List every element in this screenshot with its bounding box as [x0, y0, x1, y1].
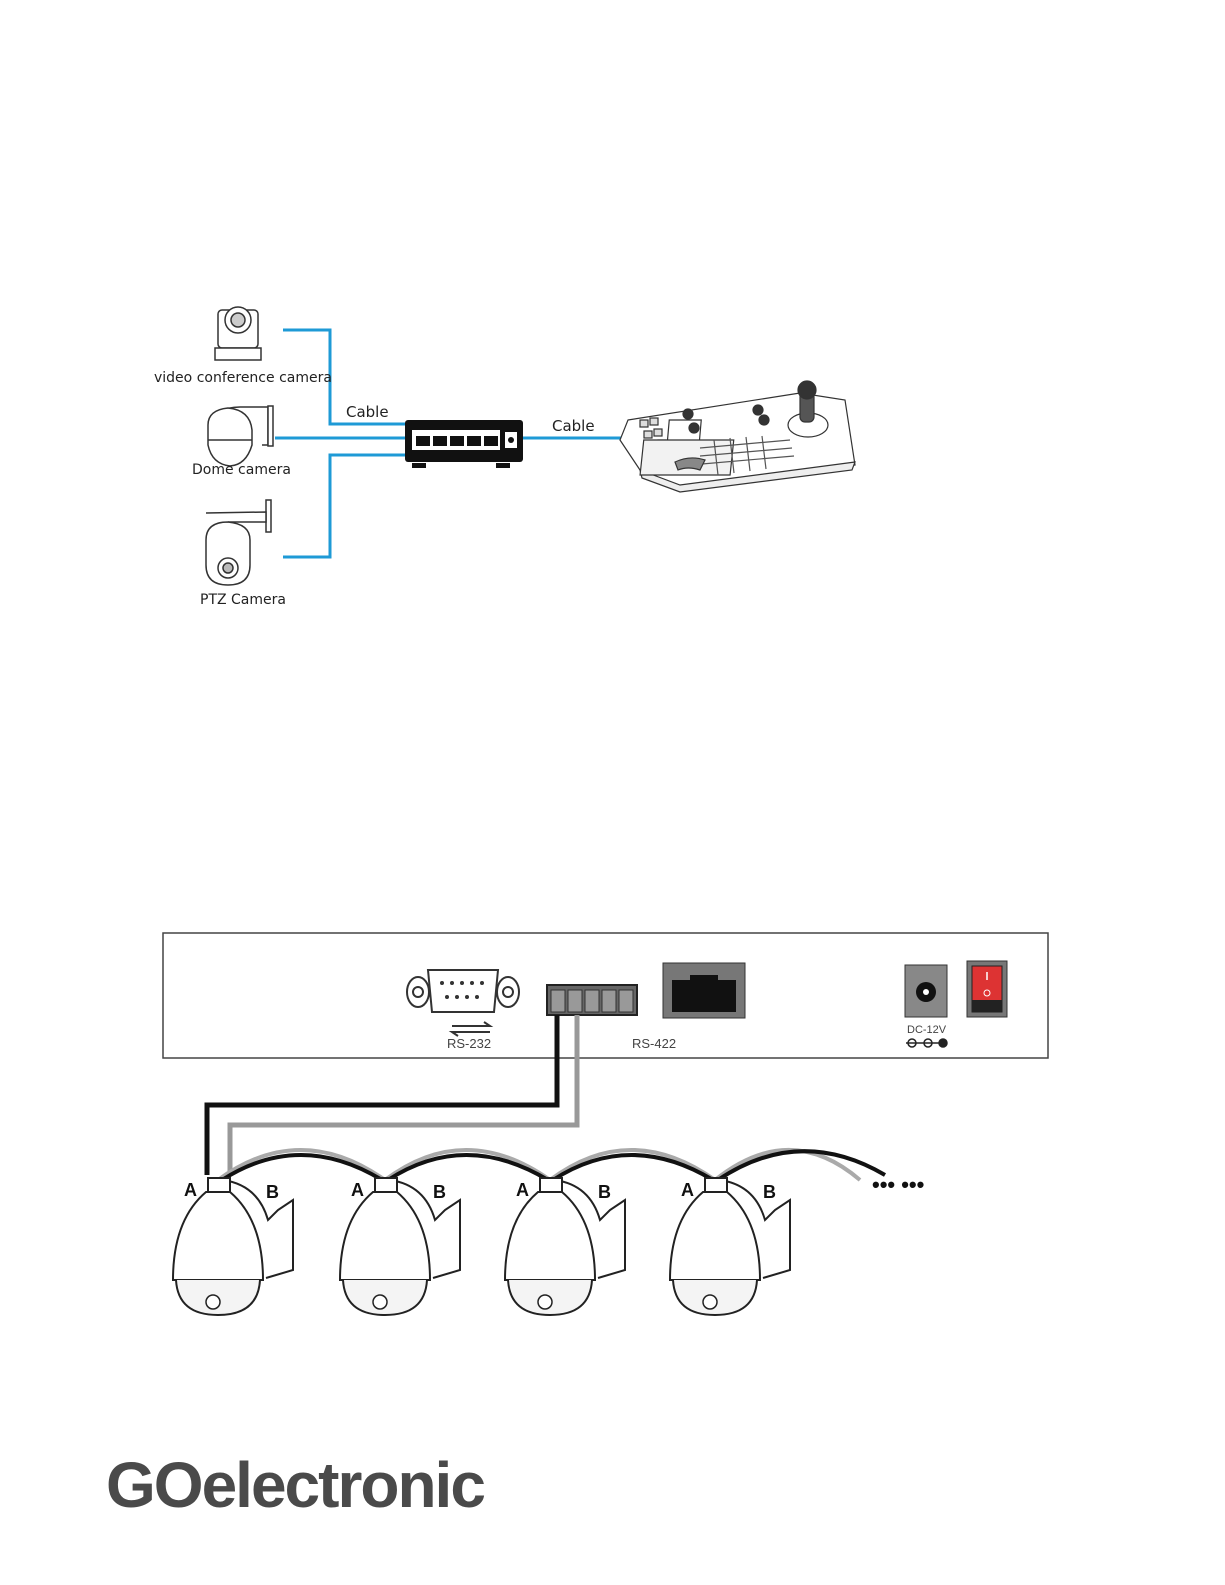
cable-lines — [275, 328, 625, 559]
speed-dome-camera-icon — [338, 1177, 461, 1317]
speed-dome-camera-icon — [171, 1177, 294, 1317]
terminal-a-label: A — [681, 1180, 694, 1200]
cable-label-right: Cable — [552, 417, 595, 435]
bidirectional-arrow-icon — [448, 1021, 494, 1037]
terminal-b-label: B — [266, 1182, 279, 1202]
power-switch-icon — [966, 960, 1008, 1018]
dome-camera-icon — [207, 405, 274, 467]
wire-b — [227, 1015, 580, 1175]
cable-label-left: Cable — [346, 403, 389, 421]
rs485-wiring-diagram: RS-232 RS-422 DC-12V — [162, 932, 1049, 1317]
ptz-camera-icon — [205, 499, 272, 586]
dc-polarity-icon — [906, 1038, 948, 1048]
terminal-b-label: B — [433, 1182, 446, 1202]
dc-12v-label: DC-12V — [907, 1024, 947, 1036]
network-switch-icon — [405, 420, 523, 468]
daisy-chain-wires — [216, 1148, 887, 1182]
rs232-label: RS-232 — [447, 1036, 491, 1051]
continuation-dots: ••• ••• — [872, 1172, 924, 1197]
terminal-a-label: A — [516, 1180, 529, 1200]
dome-camera-label: Dome camera — [192, 462, 291, 478]
ptz-keyboard-controller-icon — [619, 380, 856, 493]
dc-power-jack-icon — [904, 964, 948, 1018]
video-conference-camera-icon — [214, 306, 262, 361]
video-conference-camera-label: video conference camera — [154, 370, 332, 386]
speed-dome-camera-icon — [668, 1177, 791, 1317]
rs422-label: RS-422 — [632, 1036, 676, 1051]
speed-dome-camera-icon — [503, 1177, 626, 1317]
terminal-b-label: B — [598, 1182, 611, 1202]
terminal-b-label: B — [763, 1182, 776, 1202]
goelectronic-logo: GOelectronic — [106, 1449, 486, 1521]
rj45-port-icon — [662, 962, 746, 1019]
terminal-a-label: A — [184, 1180, 197, 1200]
network-diagram: Cable Cable video conference camera Dome… — [154, 306, 856, 608]
rs232-db9-port-icon — [406, 969, 520, 1013]
rs422-terminal-block-icon — [546, 984, 638, 1016]
ptz-camera-label: PTZ Camera — [200, 592, 286, 608]
terminal-a-label: A — [351, 1180, 364, 1200]
wire-a — [204, 1015, 560, 1175]
